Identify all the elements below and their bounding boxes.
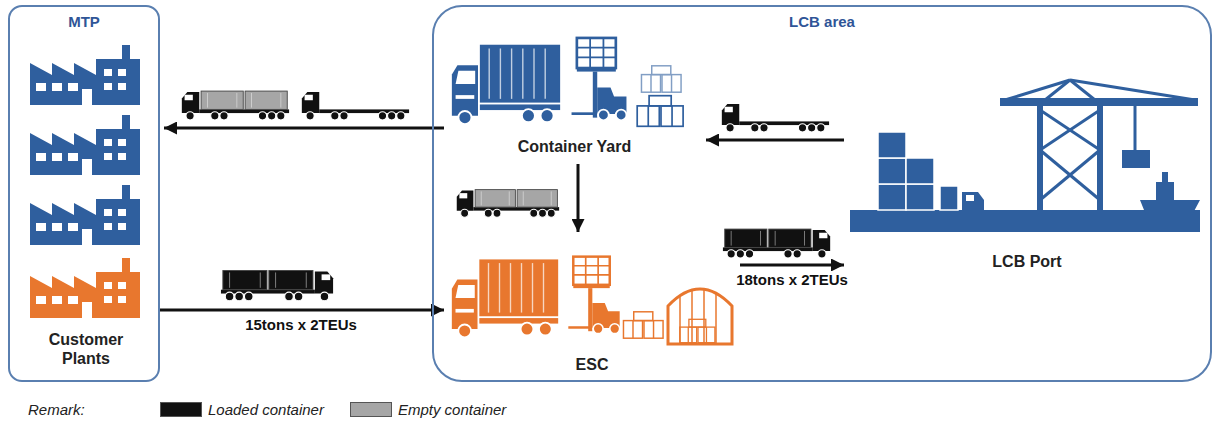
customer-plant-icon xyxy=(30,258,140,318)
truck-loaded-containers xyxy=(723,229,830,258)
area-box: LCB areaContainer YardESC LCB Port xyxy=(432,5,1212,382)
port-icon xyxy=(1156,182,1174,200)
node-title: Customer Plants xyxy=(31,331,141,368)
esc-icon xyxy=(452,259,558,337)
site-box: ESC xyxy=(447,234,737,380)
port-icon xyxy=(1134,104,1137,150)
legend-swatch xyxy=(160,402,202,417)
customer-plant-icon xyxy=(30,258,140,318)
port-icon xyxy=(1070,80,1195,100)
truck-empty-containers xyxy=(182,91,289,120)
port-icon xyxy=(1140,200,1200,215)
node-title: LCB area xyxy=(789,13,855,30)
legend-text: Empty container xyxy=(398,401,506,418)
port-icon xyxy=(1040,110,1100,150)
esc-icon xyxy=(680,319,715,342)
truck-empty-containers xyxy=(457,190,559,218)
node-title: ESC xyxy=(576,356,609,374)
esc-icon xyxy=(452,257,732,344)
port-icon xyxy=(1000,98,1198,106)
node-title: Container Yard xyxy=(518,138,632,156)
port-icon xyxy=(1040,150,1100,200)
port-icon xyxy=(940,186,958,210)
port-icon xyxy=(878,132,906,158)
truck-loaded-containers xyxy=(221,229,830,301)
truck-empty-containers xyxy=(182,91,289,120)
esc-icon xyxy=(703,288,705,344)
factory-icon xyxy=(30,45,140,245)
legend-text: Loaded container xyxy=(208,401,324,418)
esc-icon xyxy=(568,257,619,334)
area-box: MTP Customer Plants xyxy=(8,5,160,382)
port-icon xyxy=(1040,104,1100,210)
port-icon xyxy=(1037,104,1043,210)
container-yard-icon xyxy=(572,38,627,120)
port-icon xyxy=(962,192,984,210)
truck-flatbed xyxy=(302,92,409,120)
container-yard-icon xyxy=(641,66,681,92)
site-box: LCB Port xyxy=(847,72,1207,277)
remark-label: Remark: xyxy=(28,401,85,418)
container-yard-icon xyxy=(452,38,683,126)
esc-icon xyxy=(691,290,693,344)
port-icon xyxy=(878,132,958,210)
node-title: MTP xyxy=(68,13,100,30)
port-icon xyxy=(1005,80,1070,100)
legend: Loaded container Empty container xyxy=(160,401,532,418)
port-icon xyxy=(878,184,906,210)
esc-icon xyxy=(680,288,716,344)
site-box: Container Yard xyxy=(447,37,702,162)
load-label: 15tons x 2TEUs xyxy=(243,316,359,333)
legend-item: Empty container xyxy=(350,401,506,418)
factory-icon xyxy=(30,45,140,105)
site-box: Customer Plants xyxy=(17,252,155,374)
port-icon xyxy=(966,195,974,201)
truck-flatbed xyxy=(722,104,829,132)
container-yard-icon xyxy=(637,96,683,127)
factory-icon xyxy=(30,115,140,175)
flow-arrow xyxy=(706,139,844,142)
flow-arrow xyxy=(158,309,444,312)
port-icon xyxy=(1122,150,1150,168)
port-icon xyxy=(878,158,906,184)
node-title: LCB Port xyxy=(992,253,1061,271)
truck-empty-containers xyxy=(457,190,559,218)
factory-icon xyxy=(30,185,140,245)
truck-loaded-containers xyxy=(221,271,333,301)
port-icon xyxy=(1097,104,1103,210)
port-icon xyxy=(850,80,1200,232)
esc-icon xyxy=(623,312,663,338)
truck-flatbed xyxy=(302,92,829,132)
flow-arrow xyxy=(164,127,444,130)
flow-arrow xyxy=(740,264,844,267)
flow-arrow xyxy=(577,164,580,232)
port-icon xyxy=(1040,150,1100,200)
port-icon xyxy=(906,184,934,210)
port-icon xyxy=(1040,110,1100,150)
container-yard-icon xyxy=(452,45,560,124)
legend-swatch xyxy=(350,402,392,417)
load-label: 18tons x 2TEUs xyxy=(734,271,850,288)
port-icon xyxy=(906,158,934,184)
port-icon xyxy=(1162,172,1168,182)
legend-item: Loaded container xyxy=(160,401,324,418)
esc-icon xyxy=(668,289,732,344)
